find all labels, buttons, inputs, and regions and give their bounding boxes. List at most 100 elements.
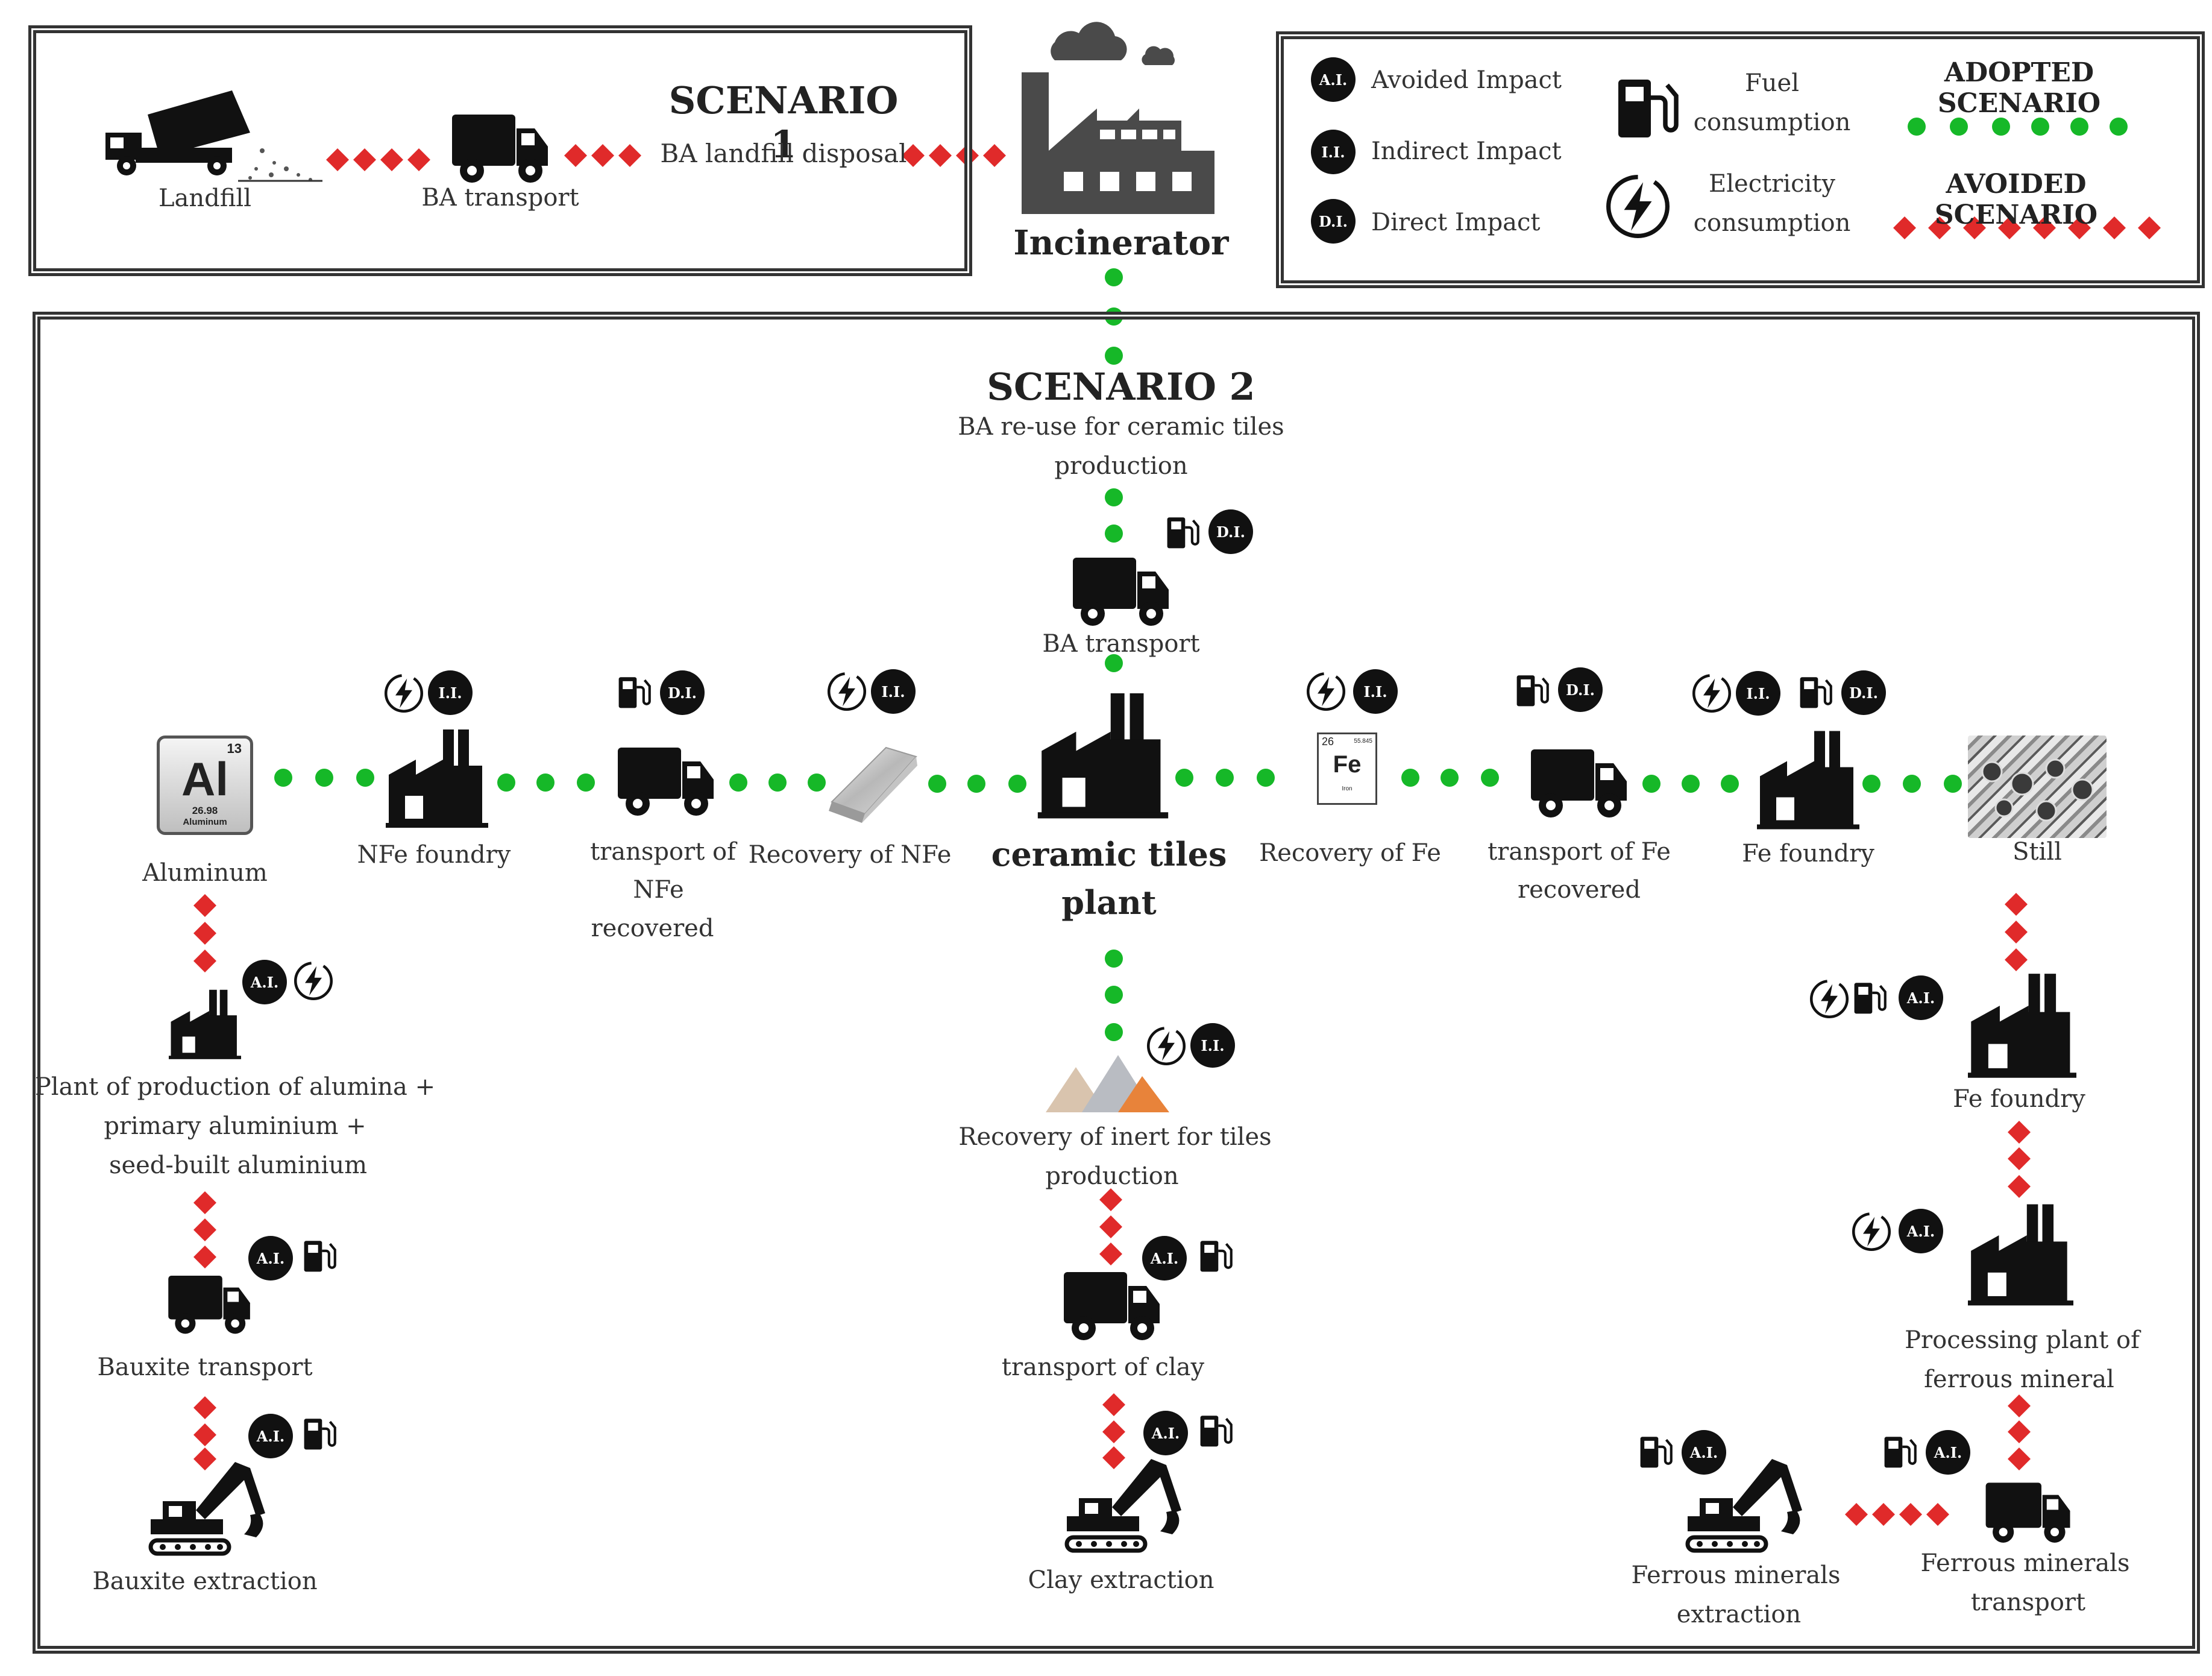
- clay-extraction-label: Clay extraction: [1028, 1566, 1214, 1594]
- avoided-connector-diamond: [193, 1246, 216, 1268]
- electricity-icon: [292, 960, 335, 1004]
- electricity-icon: [1850, 1211, 1893, 1255]
- avoided-connector-diamond: [2005, 893, 2028, 916]
- fe-foundry-label: Fe foundry: [1742, 840, 1874, 868]
- scenario2-subtitle-2: production: [1054, 452, 1188, 480]
- legend-indirect-label: Indirect Impact: [1371, 137, 1562, 165]
- avoided-impact-badge: A.I.: [242, 960, 287, 1004]
- fuel-icon: [300, 1236, 340, 1278]
- avoided-connector-diamond: [193, 894, 216, 917]
- electricity-icon: [1808, 978, 1850, 1022]
- legend-avoided-title: AVOIDED SCENARIO: [1934, 169, 2098, 230]
- inert-recovery-label-1: Recovery of inert for tiles: [958, 1123, 1272, 1151]
- adopted-connector-dot: [1105, 525, 1123, 543]
- adopted-connector-dot: [1105, 347, 1123, 365]
- bauxite-transport-label: Bauxite transport: [97, 1353, 313, 1381]
- avoided-connector-diamond: [193, 1423, 216, 1446]
- avoided-connector-diamond: [1099, 1188, 1122, 1211]
- avoided-connector-diamond: [618, 144, 641, 167]
- adopted-connector-dot: [1105, 488, 1123, 506]
- avoided-connector-diamond: [2005, 948, 2028, 971]
- adopted-connector-dot: [928, 775, 946, 793]
- avoided-connector-diamond: [564, 144, 587, 167]
- fe-foundry-2-label: Fe foundry: [1953, 1085, 2085, 1113]
- ferrous-transport-label-2: transport: [1970, 1589, 2086, 1616]
- adopted-connector-dot: [2031, 118, 2049, 136]
- legend-direct-badge: D.I.: [1311, 199, 1356, 244]
- transport-fe-truck-icon: [1528, 746, 1630, 822]
- adopted-connector-dot: [497, 773, 515, 792]
- avoided-connector-diamond: [956, 144, 979, 167]
- inert-sand-piles-icon: [1040, 1049, 1172, 1115]
- processing-plant-factory-icon: [1968, 1203, 2073, 1308]
- bauxite-transport-truck-icon: [166, 1272, 253, 1338]
- avoided-connector-diamond: [983, 144, 1006, 167]
- al-mass: 26.98: [192, 805, 218, 816]
- legend-fuel-label-1: Fuel: [1745, 69, 1799, 97]
- ferrous-excavator-icon: [1682, 1450, 1814, 1555]
- electricity-icon: [383, 672, 425, 717]
- avoided-connector-diamond: [2008, 1420, 2031, 1443]
- avoided-connector-diamond: [2005, 921, 2028, 944]
- direct-impact-badge: D.I.: [1208, 509, 1253, 554]
- adopted-connector-dot: [1401, 769, 1419, 787]
- adopted-connector-dot: [1944, 775, 1962, 793]
- avoided-connector-diamond: [1928, 216, 1951, 239]
- indirect-impact-badge: I.I.: [1190, 1023, 1235, 1068]
- fuel-icon: [1513, 670, 1553, 713]
- avoided-connector-diamond: [929, 144, 952, 167]
- avoided-connector-diamond: [326, 148, 349, 171]
- fuel-icon: [300, 1414, 340, 1456]
- adopted-connector-dot: [1216, 769, 1234, 787]
- legend-elec-label-1: Electricity: [1709, 170, 1835, 198]
- avoided-connector-diamond: [2103, 216, 2126, 239]
- avoided-connector-diamond: [2008, 1448, 2031, 1470]
- avoided-connector-diamond: [1102, 1420, 1125, 1443]
- adopted-connector-dot: [1105, 268, 1123, 286]
- legend-fuel-pump-icon: [1609, 72, 1682, 145]
- direct-impact-badge: D.I.: [1841, 670, 1886, 715]
- ferrous-extraction-label-1: Ferrous minerals: [1631, 1561, 1841, 1589]
- avoided-impact-badge: A.I.: [1142, 1236, 1187, 1281]
- avoided-connector-diamond: [193, 922, 216, 945]
- indirect-impact-badge: I.I.: [428, 670, 473, 715]
- ferrous-transport-truck-icon: [1983, 1480, 2073, 1546]
- avoided-connector-diamond: [2068, 216, 2091, 239]
- legend-avoided-label: Avoided Impact: [1371, 66, 1562, 94]
- clay-transport-truck-icon: [1061, 1269, 1163, 1344]
- adopted-connector-dot: [1903, 775, 1921, 793]
- avoided-connector-diamond: [1899, 1503, 1922, 1526]
- alumina-label-2: primary aluminium +: [104, 1112, 366, 1140]
- nfe-foundry-label: NFe foundry: [357, 841, 511, 869]
- adopted-connector-dot: [1950, 118, 1968, 136]
- scenario1-disposal-label: BA landfill disposal: [660, 139, 907, 168]
- avoided-connector-diamond: [902, 144, 925, 167]
- scenario1-transport-label: BA transport: [421, 184, 579, 212]
- avoided-connector-diamond: [1099, 1243, 1122, 1265]
- avoided-connector-diamond: [2008, 1121, 2031, 1144]
- silver-ingot-icon: [820, 736, 922, 826]
- avoided-connector-diamond: [193, 1191, 216, 1214]
- avoided-connector-diamond: [1099, 1215, 1122, 1238]
- fuel-icon: [1636, 1432, 1676, 1474]
- avoided-connector-diamond: [353, 148, 376, 171]
- incinerator-icon: [1013, 18, 1224, 217]
- avoided-connector-diamond: [193, 1448, 216, 1470]
- adopted-connector-dot: [1105, 950, 1123, 968]
- legend-box: [1281, 36, 2200, 283]
- ceramic-plant-label-1: ceramic tiles: [991, 835, 1227, 874]
- al-name: Aluminum: [183, 817, 227, 827]
- adopted-connector-dot: [1441, 769, 1459, 787]
- recovery-nfe-label: Recovery of NFe: [748, 841, 952, 869]
- nfe-foundry-factory-icon: [386, 729, 488, 829]
- steel-pipes-image: [1968, 736, 2107, 838]
- ba-transport-truck-icon: [449, 112, 551, 187]
- ba-transport-2-truck-icon: [1070, 555, 1172, 630]
- avoided-connector-diamond: [1872, 1503, 1895, 1526]
- avoided-impact-badge: A.I.: [1143, 1411, 1188, 1455]
- scenario2-ba-transport-label: BA transport: [1042, 630, 1200, 658]
- adopted-connector-dot: [536, 773, 555, 792]
- avoided-connector-diamond: [2008, 1175, 2031, 1198]
- avoided-connector-diamond: [1102, 1393, 1125, 1416]
